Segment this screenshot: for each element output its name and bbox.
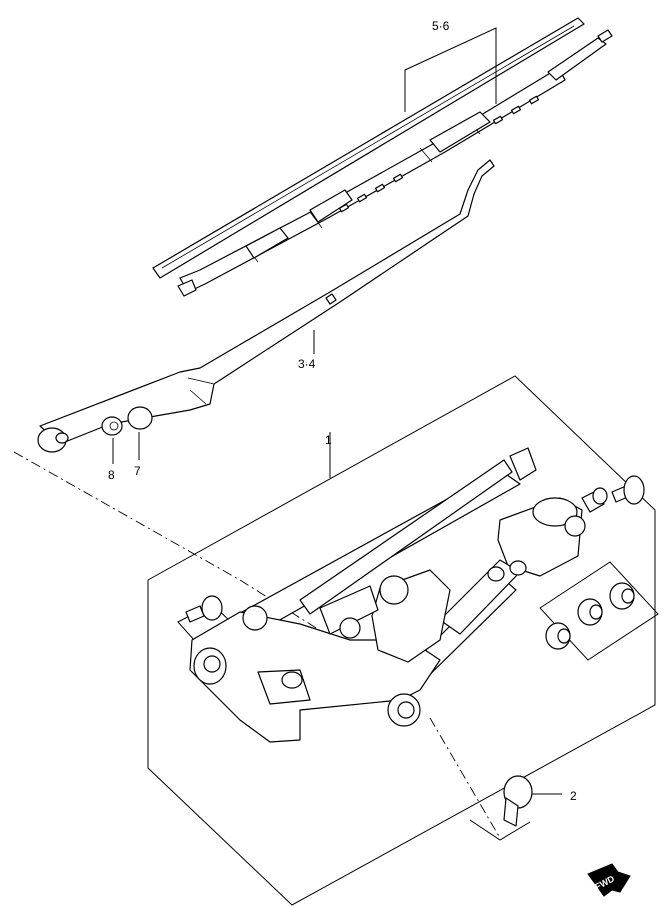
wiper-blade — [152, 17, 613, 297]
callout-2: 2 — [570, 789, 577, 803]
forward-direction-icon: FWD — [587, 863, 631, 897]
bracket-bolt — [185, 595, 223, 623]
mounting-bolt-2 — [503, 775, 533, 827]
callout-3-4: 3·4 — [298, 357, 316, 371]
wiper-motor — [242, 569, 451, 663]
pivot-cap — [581, 487, 608, 513]
blade-slots — [338, 95, 540, 213]
callout-1: 1 — [325, 433, 332, 447]
callout-7: 7 — [134, 464, 141, 478]
callout-8: 8 — [108, 468, 115, 482]
nut-8 — [101, 416, 123, 436]
grommet-set — [539, 561, 659, 661]
callout-5-6: 5·6 — [432, 19, 450, 33]
cap-7 — [127, 406, 153, 430]
pivot-bolt — [611, 475, 645, 505]
motor-link-panel — [147, 375, 656, 906]
wiper-arm — [37, 159, 495, 453]
